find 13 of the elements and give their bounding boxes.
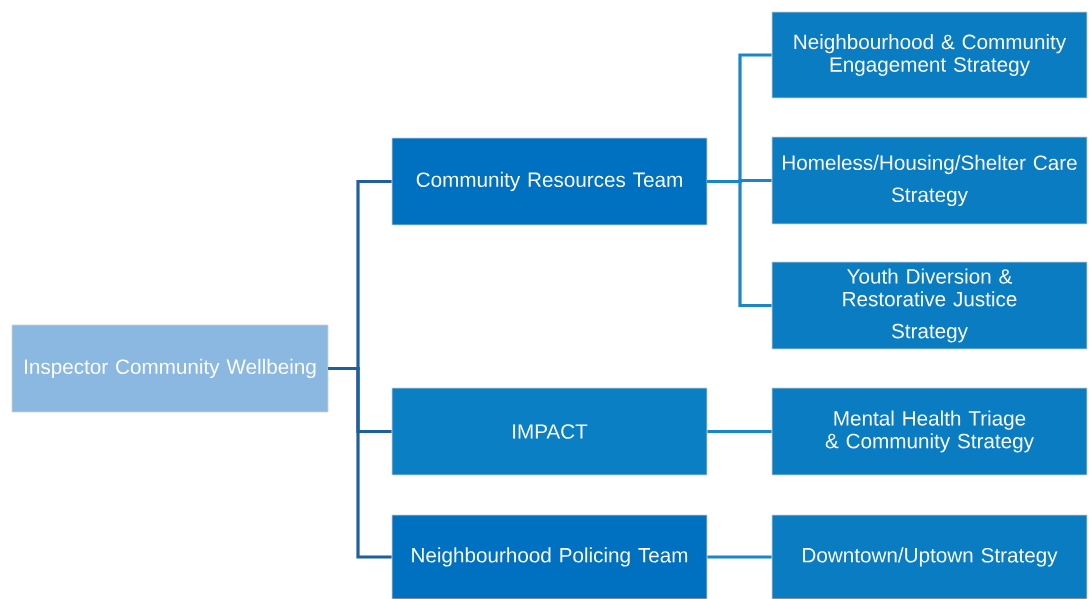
org-box: Mental Health Triage & Community Strategy <box>771 387 1088 476</box>
org-box: Neighbourhood Policing Team <box>391 514 708 599</box>
connector-line <box>707 179 772 308</box>
org-box: Youth Diversion & Restorative Justice Strategy <box>771 261 1088 350</box>
org-box: Homeless/Housing/Shelter Care Strategy <box>771 136 1088 225</box>
org-box: Community Resources Team <box>391 137 708 226</box>
connector-line <box>328 366 392 559</box>
connector-line <box>707 555 772 559</box>
org-box: Downtown/Uptown Strategy <box>771 514 1088 599</box>
org-box: IMPACT <box>391 387 708 476</box>
org-box: Inspector Community Wellbeing <box>11 324 329 413</box>
org-box: Neighbourhood & Community Engagement Strategy <box>771 11 1088 99</box>
connector-line <box>707 429 772 434</box>
